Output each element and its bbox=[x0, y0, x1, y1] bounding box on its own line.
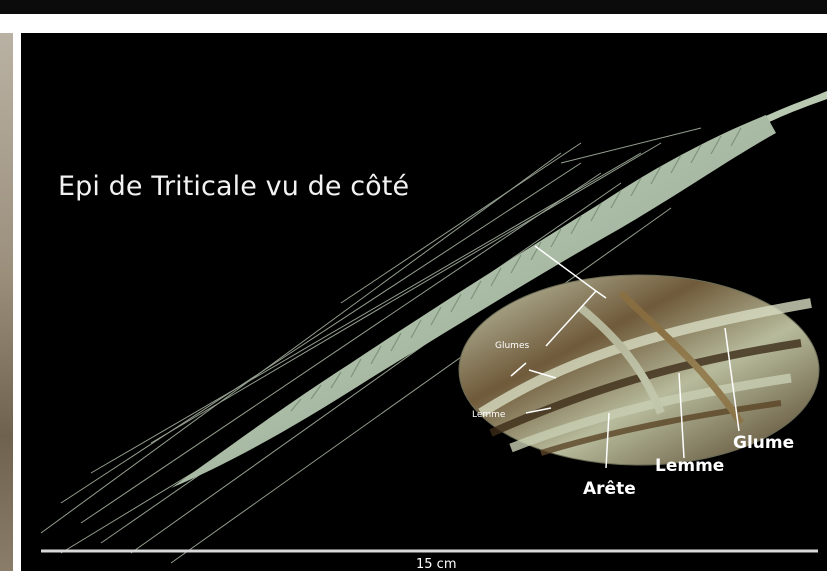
label-glumes: Glumes bbox=[495, 341, 529, 351]
label-glume: Glume bbox=[733, 433, 794, 453]
label-lemme-small: Lemme bbox=[472, 410, 505, 420]
scale-bar-label: 15 cm bbox=[416, 557, 457, 571]
label-lemme: Lemme bbox=[655, 456, 724, 476]
slide-title: Epi de Triticale vu de côté bbox=[58, 171, 409, 202]
label-arete: Arête bbox=[583, 479, 636, 499]
spike-illustration bbox=[21, 33, 827, 571]
left-photo-strip bbox=[0, 33, 13, 571]
triticale-photo: Epi de Triticale vu de côté Glumes Lemme… bbox=[21, 33, 827, 571]
top-black-bar bbox=[0, 0, 827, 14]
